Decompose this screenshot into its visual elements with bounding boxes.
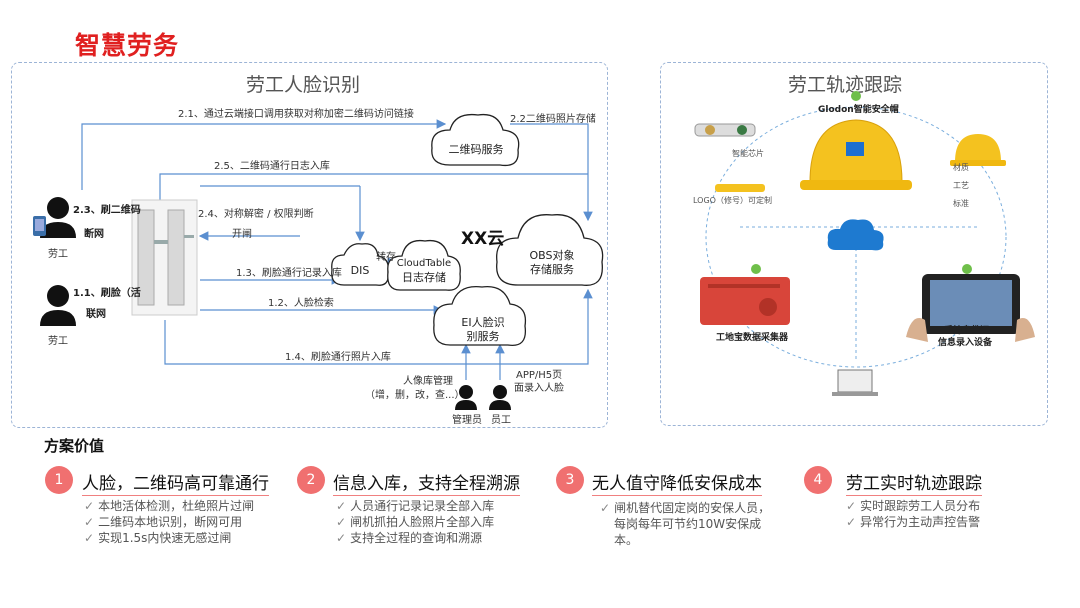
arrow-2-2 xyxy=(510,123,593,222)
value-bullet: ✓闸机抓拍人脸照片全部入库 xyxy=(336,515,495,529)
value-bullet: 本。 xyxy=(614,533,639,547)
collector-label: 工地宝数据采集器 xyxy=(716,333,789,343)
arrow-2-1-label: 2.1、通过云端接口调用获取对称加密二维码访问链接 xyxy=(178,109,414,120)
turnstile-gate xyxy=(131,199,198,316)
worker-icon-2 xyxy=(40,285,76,326)
staff-label: 员工 xyxy=(491,415,511,426)
dis-cloud-label: DIS xyxy=(350,264,370,277)
value-bullets-3: ✓闸机替代固定岗的安保人员， 每岗每年可节约10W安保成 本。 xyxy=(600,500,770,548)
value-head-4: 劳工实时轨迹跟踪 xyxy=(846,469,982,496)
collector-icon xyxy=(700,277,790,325)
value-bullet: ✓二维码本地识别，断网可用 xyxy=(84,515,243,529)
value-section-title: 方案价值 xyxy=(44,437,105,455)
handheld-device-icon xyxy=(906,274,1035,342)
face-recognition-title: 劳工人脸识别 xyxy=(246,74,361,96)
value-bullet: ✓本地活体检测，杜绝照片过闸 xyxy=(84,499,255,513)
worker1-step: 2.3、刷二维码 xyxy=(73,205,141,216)
page-title: 智慧劳务 xyxy=(75,31,180,60)
value-badge-3: 3 xyxy=(556,466,584,494)
arrow-1-4 xyxy=(164,288,593,365)
tracking-title: 劳工轨迹跟踪 xyxy=(788,74,903,96)
worker2-mode: 联网 xyxy=(86,309,106,320)
arrow-2-1 xyxy=(81,119,447,190)
value-badge-1: 1 xyxy=(45,466,73,494)
arrow-2-5-label: 2.5、二维码通行日志入库 xyxy=(214,161,330,172)
arrow-1-2-label: 1.2、人脸检索 xyxy=(268,298,334,309)
value-badge-4: 4 xyxy=(804,466,832,494)
worker1-role: 劳工 xyxy=(48,249,68,260)
obs-cloud-label-1: OBS对象 xyxy=(529,249,575,262)
arrow-zhuancun-label: 转存 xyxy=(376,252,396,263)
value-head-3: 无人值守降低安保成本 xyxy=(592,469,762,496)
admin-icon xyxy=(455,385,477,410)
cloudtable-label-2: 日志存储 xyxy=(402,271,446,284)
value-bullets-1: ✓本地活体检测，杜绝照片过闸 ✓二维码本地识别，断网可用 ✓实现1.5s内快速无… xyxy=(84,498,254,546)
handheld-label-1: 手持身份证 xyxy=(944,326,990,336)
material-label-2: 工艺 xyxy=(953,181,969,190)
small-helmet-icon xyxy=(950,134,1006,166)
worker2-step: 1.1、刷脸（活 xyxy=(73,288,141,299)
face-recognition-panel xyxy=(11,62,608,428)
tracking-panel xyxy=(660,62,1048,426)
logo-label: LOGO（修号）可定制 xyxy=(693,196,772,205)
value-bullet: ✓实时跟踪劳工人员分布 xyxy=(846,499,981,513)
material-label-1: 材质 xyxy=(953,163,969,172)
worker-icon-1 xyxy=(40,197,76,238)
value-bullet: ✓支持全过程的查询和溯源 xyxy=(336,531,483,545)
app-upload-label-2: 面录入人脸 xyxy=(514,383,564,394)
qrcode-cloud xyxy=(431,113,520,167)
obs-cloud-label-2: 存储服务 xyxy=(530,263,574,276)
helmet-icon xyxy=(800,119,912,190)
tracking-diagram xyxy=(694,91,1035,396)
app-upload-label-1: APP/H5页 xyxy=(516,370,563,381)
arrow-2-4-label: 2.4、对称解密 / 权限判断 xyxy=(198,209,314,220)
value-bullet: 每岗每年可节约10W安保成 xyxy=(614,517,762,531)
value-bullets-2: ✓人员通行记录记录全部入库 ✓闸机抓拍人脸照片全部入库 ✓支持全过程的查询和溯源 xyxy=(336,498,494,546)
ei-cloud-label-2: 别服务 xyxy=(466,330,500,343)
admin-label: 管理员 xyxy=(452,415,482,426)
material-label-3: 标准 xyxy=(953,199,969,208)
center-cloud-icon xyxy=(827,219,884,251)
value-bullet: ✓实现1.5s内快速无感过闸 xyxy=(84,531,232,545)
ei-cloud xyxy=(433,285,527,347)
value-bullet: ✓人员通行记录记录全部入库 xyxy=(336,499,495,513)
xx-cloud-label: XX云 xyxy=(461,229,505,249)
chip-label: 智能芯片 xyxy=(732,149,764,158)
arrow-2-5 xyxy=(159,173,588,210)
logo-strip-icon xyxy=(715,184,765,192)
value-bullet: ✓闸机替代固定岗的安保人员， xyxy=(600,501,771,515)
face-lib-label-1: 人像库管理 xyxy=(403,376,453,387)
value-bullet: ✓异常行为主动声控告警 xyxy=(846,515,981,529)
value-head-2: 信息入库，支持全程溯源 xyxy=(333,469,520,496)
arrow-1-3-label: 1.3、刷脸通行记录入库 xyxy=(236,268,342,279)
value-badge-2: 2 xyxy=(297,466,325,494)
cloudtable-label-1: CloudTable xyxy=(396,258,452,269)
value-head-1: 人脸，二维码高可靠通行 xyxy=(82,469,269,496)
helmet-title: Glodon智能安全帽 xyxy=(818,105,899,115)
phone-icon xyxy=(33,216,46,236)
arrow-2-4-open-label: 开闸 xyxy=(232,229,252,240)
cloudtable-cloud xyxy=(387,239,461,291)
ei-cloud-label-1: EI人脸识 xyxy=(461,316,505,329)
face-recognition-diagram xyxy=(33,113,604,410)
worker1-mode: 断网 xyxy=(84,229,104,240)
chip-icon xyxy=(694,123,756,137)
staff-icon xyxy=(489,385,511,410)
value-bullets-4: ✓实时跟踪劳工人员分布 ✓异常行为主动声控告警 xyxy=(846,498,980,530)
obs-cloud xyxy=(496,214,604,286)
arrow-1-4-label: 1.4、刷脸通行照片入库 xyxy=(285,352,391,363)
handheld-label-2: 信息录入设备 xyxy=(938,338,993,348)
laptop-icon xyxy=(832,369,878,396)
qrcode-cloud-label: 二维码服务 xyxy=(448,143,504,156)
face-lib-label-2: （增，删，改，查...） xyxy=(365,390,465,401)
worker2-role: 劳工 xyxy=(48,336,68,347)
arrow-2-2-label: 2.2二维码照片存储 xyxy=(510,114,596,125)
